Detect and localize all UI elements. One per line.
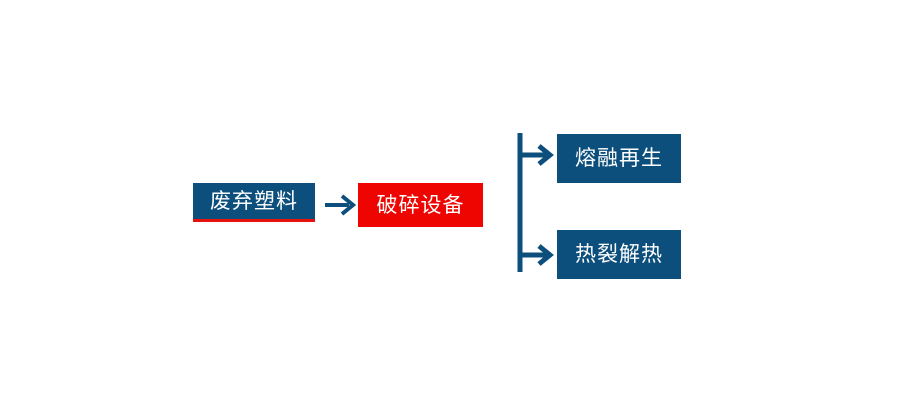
node-pyrolysis-heat[interactable]: 热裂解热	[557, 230, 681, 279]
node-melt-regeneration-label: 熔融再生	[575, 146, 663, 170]
node-crushing-equipment[interactable]: 破碎设备	[358, 183, 483, 227]
node-crushing-equipment-label: 破碎设备	[376, 192, 465, 217]
node-waste-plastic-label: 废弃塑料	[210, 188, 298, 213]
arrow-right-icon	[322, 190, 362, 220]
node-waste-plastic[interactable]: 废弃塑料	[193, 183, 315, 222]
node-melt-regeneration[interactable]: 熔融再生	[557, 134, 681, 183]
node-pyrolysis-heat-label: 热裂解热	[575, 242, 663, 266]
